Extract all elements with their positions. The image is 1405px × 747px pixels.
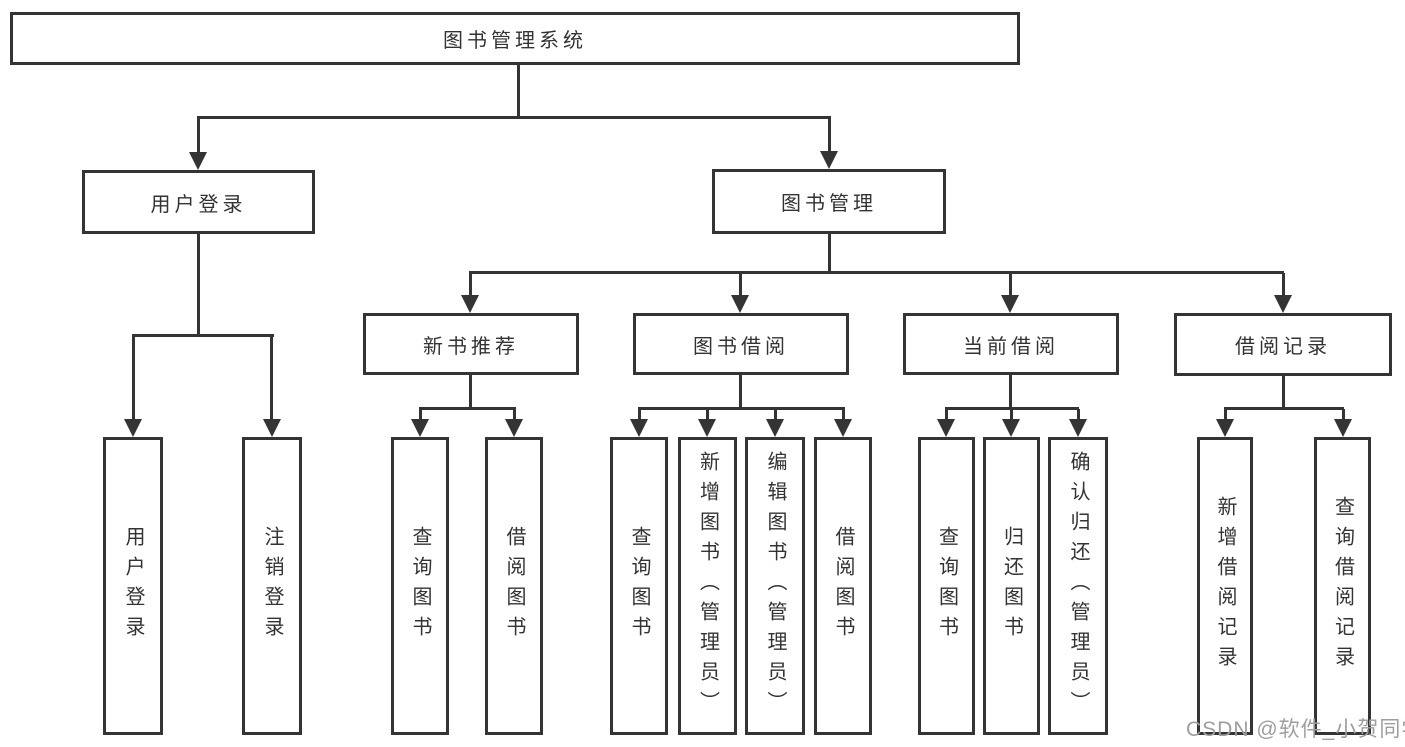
connector-drop (270, 336, 273, 424)
connector-root-stem (517, 65, 520, 119)
connector-new-book-rail (419, 407, 516, 410)
arrow-down-icon (820, 151, 838, 169)
arrow-down-icon (461, 295, 479, 313)
arrow-down-icon (263, 419, 281, 437)
node-current-borrowing: 当前借阅 (903, 313, 1119, 375)
connector-borrow-record-stem (1282, 376, 1285, 410)
leaf-query-borrow-record: 查询借阅记录 (1314, 437, 1371, 735)
arrow-down-icon (1069, 419, 1087, 437)
node-user-login: 用户登录 (82, 170, 315, 234)
connector-borrow-record-rail (1224, 407, 1344, 410)
arrow-down-icon (630, 419, 648, 437)
node-new-book-recommend: 新书推荐 (363, 313, 579, 375)
connector-book-borrow-rail (638, 407, 845, 410)
leaf-confirm-return-admin: 确认归还（管理员） (1048, 437, 1108, 735)
arrow-down-icon (189, 152, 207, 170)
leaf-user-login: 用户登录 (103, 437, 163, 735)
leaf-borrow-books: 借阅图书 (814, 437, 872, 735)
connector-drop (1282, 273, 1285, 301)
arrow-down-icon (834, 419, 852, 437)
connector-user-login-rail (132, 334, 274, 337)
leaf-query-books-borrowing: 查询图书 (610, 437, 668, 735)
arrow-down-icon (411, 419, 429, 437)
connector-current-borrow-stem (1009, 375, 1012, 410)
connector-book-mgmt-rail (469, 271, 1284, 274)
node-root-system: 图书管理系统 (10, 12, 1020, 65)
connector-drop (828, 118, 831, 158)
leaf-query-books-current: 查询图书 (918, 437, 975, 735)
arrow-down-icon (1001, 295, 1019, 313)
connector-root-rail (197, 116, 831, 119)
watermark: CSDN @软件_小贺同学 (1186, 718, 1405, 741)
arrow-down-icon (731, 295, 749, 313)
connector-book-mgmt-stem (828, 234, 831, 274)
node-book-management: 图书管理 (712, 169, 946, 234)
arrow-down-icon (698, 419, 716, 437)
connector-current-borrow-rail (945, 407, 1079, 410)
arrow-down-icon (1216, 419, 1234, 437)
leaf-add-books-admin: 新增图书（管理员） (678, 437, 737, 735)
arrow-down-icon (937, 419, 955, 437)
node-book-borrowing: 图书借阅 (633, 313, 849, 375)
leaf-return-books: 归还图书 (983, 437, 1040, 735)
connector-drop (469, 273, 472, 301)
arrow-down-icon (505, 419, 523, 437)
leaf-logout: 注销登录 (242, 437, 302, 735)
connector-book-borrow-stem (739, 375, 742, 410)
leaf-edit-books-admin: 编辑图书（管理员） (745, 437, 805, 735)
connector-drop (132, 336, 135, 424)
arrow-down-icon (124, 419, 142, 437)
arrow-down-icon (766, 419, 784, 437)
connector-drop (197, 118, 200, 158)
node-borrowing-records: 借阅记录 (1174, 313, 1392, 376)
connector-user-login-stem (197, 233, 200, 337)
leaf-add-borrow-record: 新增借阅记录 (1197, 437, 1253, 735)
connector-drop (1009, 273, 1012, 301)
arrow-down-icon (1334, 419, 1352, 437)
arrow-down-icon (1002, 419, 1020, 437)
leaf-borrow-books-recommend: 借阅图书 (485, 437, 543, 735)
connector-drop (739, 273, 742, 301)
arrow-down-icon (1274, 295, 1292, 313)
leaf-query-books-recommend: 查询图书 (391, 437, 449, 735)
connector-new-book-stem (469, 375, 472, 410)
